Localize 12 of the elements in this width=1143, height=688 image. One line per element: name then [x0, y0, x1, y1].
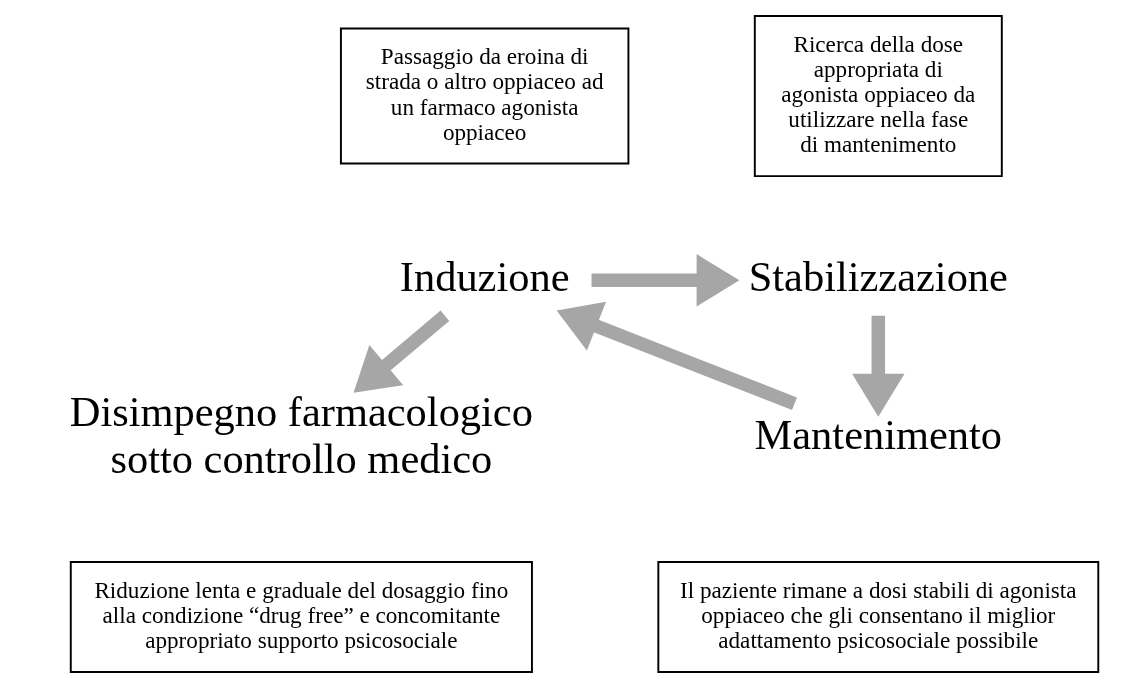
- arrow: [852, 315, 905, 417]
- node-text: Induzione: [399, 253, 570, 301]
- arrow: [591, 254, 740, 307]
- node-text: Mantenimento: [754, 411, 1003, 459]
- node-box: Riduzione lenta e graduale del dosaggio fino alla condizione “drug free” e concomitante appropriato supporto psicosociale: [69, 561, 533, 673]
- node-box: Passaggio da eroina di strada o altro oppiaceo ad un farmaco agonista oppiaceo: [339, 27, 630, 165]
- node-text: Disimpegno farmacologico sotto controllo medico: [69, 388, 533, 482]
- arrow: [353, 310, 450, 393]
- arrow: [556, 301, 797, 411]
- node-box: Il paziente rimane a dosi stabili di agonista oppiaceo che gli consentano il miglior adattamento psicosociale possibile: [657, 561, 1100, 673]
- node-text: Stabilizzazione: [748, 253, 1008, 301]
- node-box: Ricerca della dose appropriata di agonista oppiaceo da utilizzare nella fase di mantenimento: [753, 15, 1003, 178]
